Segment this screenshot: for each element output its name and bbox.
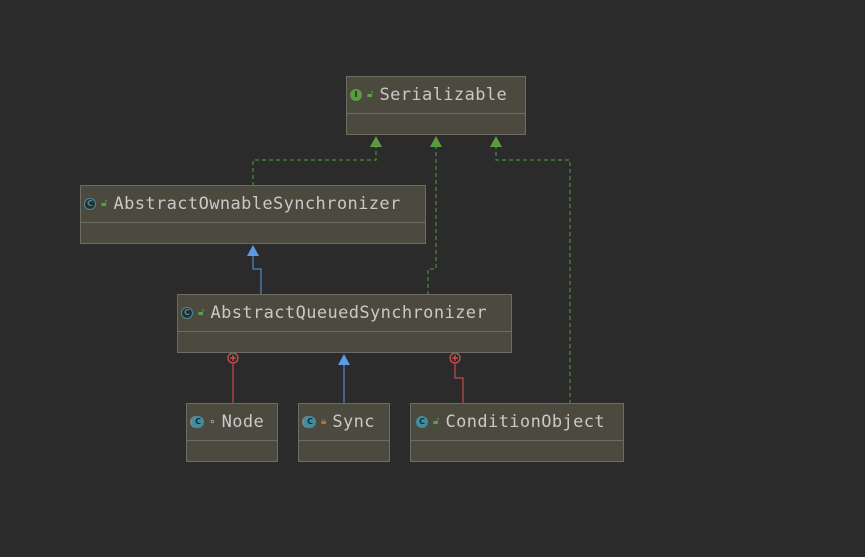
edge-conditionobject-implements-serializable	[490, 136, 571, 404]
node-separator	[81, 222, 425, 223]
node-abstract-queued-synchronizer[interactable]: C 🔓︎ AbstractQueuedSynchronizer	[177, 294, 512, 353]
private-lock-icon: 🔒︎	[321, 416, 327, 427]
node-abstract-ownable-synchronizer[interactable]: C 🔓︎ AbstractOwnableSynchronizer	[80, 185, 426, 244]
edge-node-inner-of-aqs	[227, 352, 239, 404]
node-header: C ∘ Node	[187, 404, 277, 440]
public-lock-icon: 🔓︎	[433, 416, 440, 427]
nested-class-icon: C	[304, 416, 316, 428]
node-separator	[187, 440, 277, 441]
node-label: AbstractQueuedSynchronizer	[210, 303, 487, 323]
edge-aos-implements-serializable	[252, 136, 382, 186]
node-header: I 🔓︎ Serializable	[347, 77, 525, 113]
node-condition-object[interactable]: C 🔓︎ ConditionObject	[410, 403, 624, 462]
edge-aqs-implements-serializable	[427, 136, 442, 295]
abstract-class-icon: C	[84, 198, 96, 210]
class-icon: C	[416, 416, 428, 428]
nested-class-icon: C	[192, 416, 204, 428]
node-label: AbstractOwnableSynchronizer	[113, 194, 401, 214]
node-sync[interactable]: C 🔒︎ Sync	[298, 403, 390, 462]
node-separator	[299, 440, 389, 441]
node-node[interactable]: C ∘ Node	[186, 403, 278, 462]
node-label: Node	[221, 412, 265, 432]
edge-conditionobject-inner-of-aqs	[449, 352, 464, 404]
package-private-icon: ∘	[209, 415, 216, 428]
abstract-class-icon: C	[181, 307, 193, 319]
interface-icon: I	[350, 89, 362, 101]
node-label: Serializable	[379, 85, 508, 105]
public-lock-icon: 🔓︎	[367, 89, 374, 100]
node-separator	[347, 113, 525, 114]
edge-aqs-extends-aos	[247, 245, 262, 295]
node-separator	[411, 440, 623, 441]
edge-sync-extends-aqs	[338, 354, 350, 404]
public-lock-icon: 🔓︎	[101, 198, 108, 209]
node-label: ConditionObject	[445, 412, 606, 432]
node-header: C 🔓︎ ConditionObject	[411, 404, 623, 440]
node-header: C 🔓︎ AbstractQueuedSynchronizer	[178, 295, 511, 331]
node-header: C 🔒︎ Sync	[299, 404, 389, 440]
node-serializable[interactable]: I 🔓︎ Serializable	[346, 76, 526, 135]
public-lock-icon: 🔓︎	[198, 307, 205, 318]
node-label: Sync	[332, 412, 375, 432]
node-separator	[178, 331, 511, 332]
node-header: C 🔓︎ AbstractOwnableSynchronizer	[81, 186, 425, 222]
